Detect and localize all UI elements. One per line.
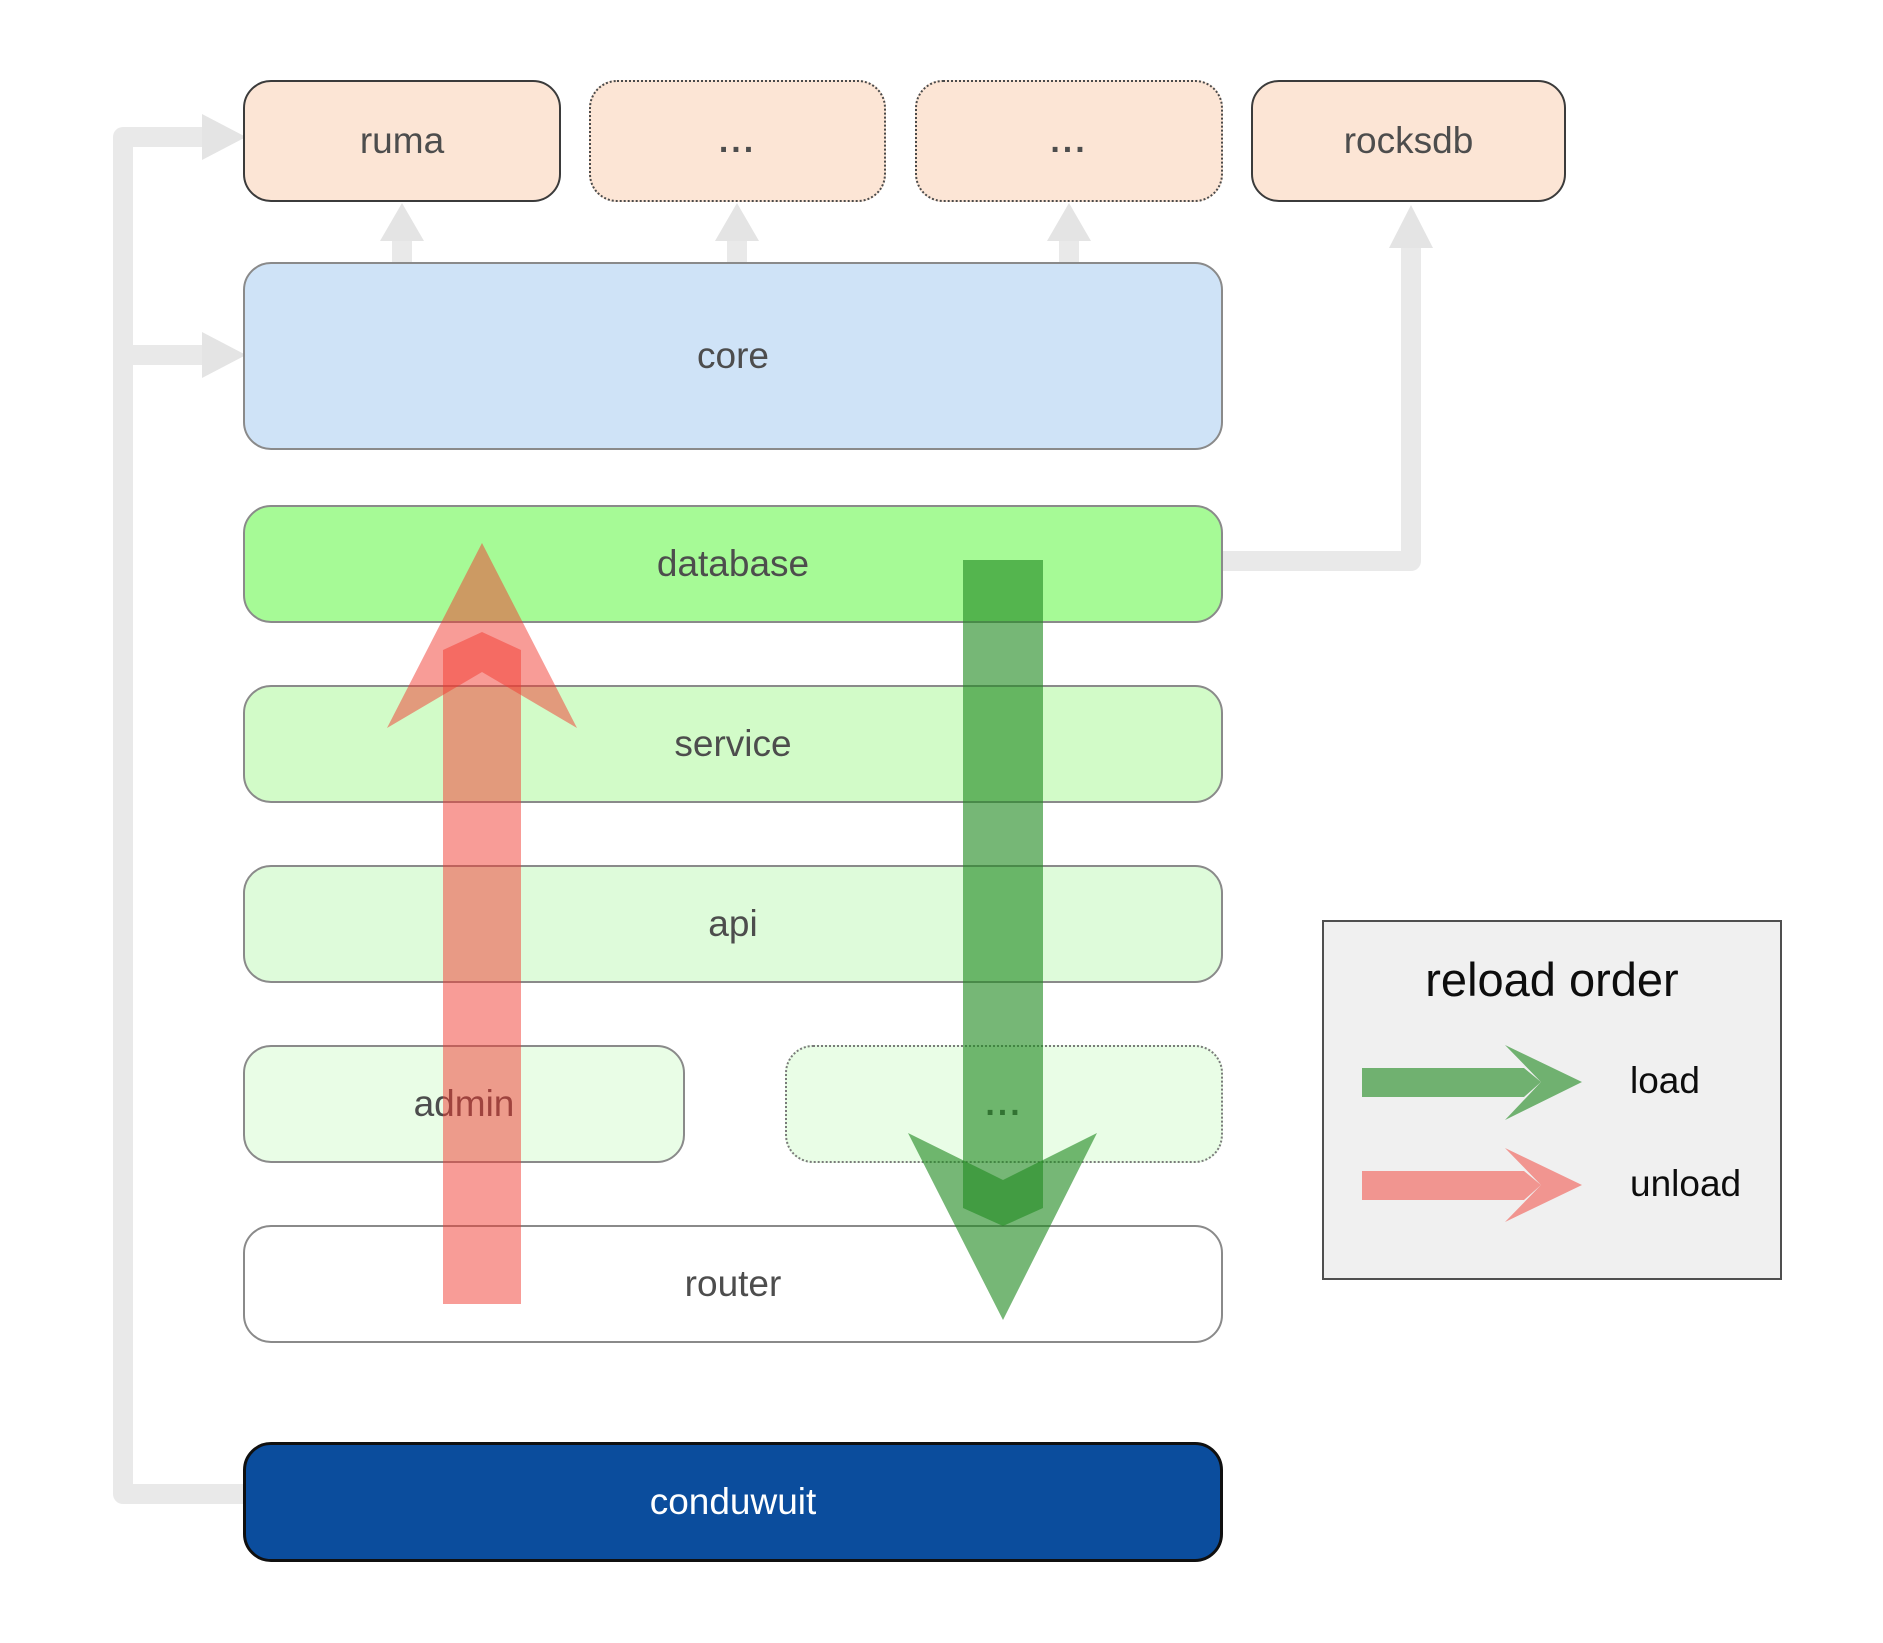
rocksdb-arrowhead-icon: [1389, 205, 1433, 248]
box-api-label: api: [708, 903, 758, 944]
box-api: api: [243, 865, 1223, 983]
box-rocksdb: rocksdb: [1251, 80, 1566, 202]
database-to-rocksdb-connector: [1223, 247, 1421, 571]
box-ruma-label: ruma: [359, 120, 445, 161]
box-admin-ellipsis-label: ...: [985, 1084, 1023, 1123]
box-ellipsis-1: ...: [589, 80, 886, 202]
ruma-arrowhead-icon: [202, 114, 246, 160]
box-admin: admin: [243, 1045, 685, 1163]
box-ruma: ruma: [243, 80, 561, 202]
box-core-label: core: [697, 335, 769, 376]
box-admin-label: admin: [413, 1083, 515, 1124]
box-service-label: service: [674, 723, 792, 764]
box-rocksdb-label: rocksdb: [1343, 120, 1474, 161]
legend-unload-label: unload: [1630, 1163, 1742, 1204]
conduwuit-to-ruma-connector: [113, 127, 245, 1504]
core-to-ellipsis1-arrowhead-icon: [715, 203, 759, 241]
box-ellipsis-2-label: ...: [1050, 121, 1088, 160]
core-to-ellipsis2-arrowhead-icon: [1047, 203, 1091, 241]
core-to-ruma-arrowhead-icon: [380, 203, 424, 241]
box-database: database: [243, 505, 1223, 623]
core-arrowhead-icon: [202, 332, 246, 378]
box-router: router: [243, 1225, 1223, 1343]
box-ellipsis-2: ...: [915, 80, 1223, 202]
box-admin-ellipsis: ...: [785, 1045, 1223, 1163]
box-core: core: [243, 262, 1223, 450]
box-router-label: router: [684, 1263, 782, 1304]
box-ellipsis-1-label: ...: [718, 121, 757, 160]
box-conduwuit: conduwuit: [243, 1442, 1223, 1562]
box-conduwuit-label: conduwuit: [649, 1481, 817, 1522]
legend-load-label: load: [1630, 1060, 1700, 1101]
box-service: service: [243, 685, 1223, 803]
legend-title: reload order: [1425, 953, 1679, 1006]
box-database-label: database: [656, 543, 810, 584]
